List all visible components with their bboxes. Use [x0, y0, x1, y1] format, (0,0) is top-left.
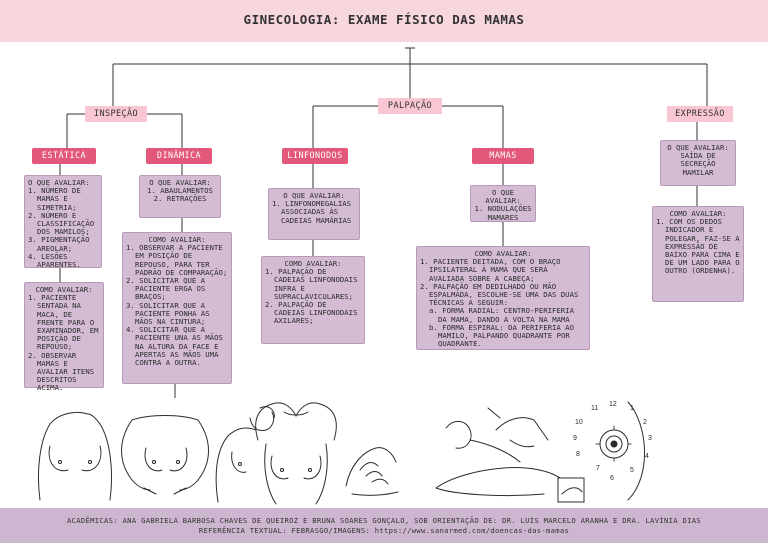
- footer-banner: ACADÊMICAS: ANA GABRIELA BARBOSA CHAVES …: [0, 508, 768, 543]
- label-estatica: ESTÁTICA: [32, 148, 96, 164]
- list-item: 2. SOLICITAR QUE A PACIENTE ERGA OS BRAÇ…: [126, 276, 206, 302]
- list-item: 2. RETRAÇÕES: [153, 194, 207, 204]
- clock-number: 9: [573, 435, 577, 442]
- torso-arms-raised-illustration: [255, 402, 337, 505]
- clock-number: 10: [575, 419, 583, 426]
- hands-palpation-illustration: [345, 447, 399, 496]
- torso-hands-waist-illustration: [121, 415, 209, 495]
- box-title: O QUE AVALIAR:: [485, 188, 521, 206]
- list-subitem: a. FORMA RADIAL: CENTRO-PERIFERIA DA MAM…: [429, 306, 574, 324]
- linfonodos-como-avaliar-box: COMO AVALIAR: 1. PALPAÇÃO DE CADEIAS LIN…: [261, 256, 365, 344]
- list-item: 2. PALPAÇÃO DE CADEIAS LINFONODAIS AXILA…: [265, 300, 358, 326]
- box-title: O QUE AVALIAR:: [283, 191, 345, 200]
- list-item: 1. LINFONOMEGALIAS ASSOCIADAS ÀS CADEIAS…: [272, 199, 352, 225]
- list-item: 1. PACIENTE SENTADA NA MACA, DE FRENTE P…: [28, 293, 99, 352]
- box-title: COMO AVALIAR:: [35, 285, 93, 294]
- mamas-como-avaliar-box: COMO AVALIAR: 1. PACIENTE DEITADA, COM O…: [416, 246, 590, 350]
- list-item: 2. NÚMERO E CLASSIFICAÇÃO DOS MAMILOS;: [28, 210, 95, 237]
- label-inspecao: INSPEÇÃO: [85, 106, 147, 122]
- estatica-o-que-avaliar-box: O QUE AVALIAR: 1. NÚMERO DE MAMAS E SIME…: [24, 175, 102, 270]
- torso-rest-illustration: [37, 411, 113, 501]
- expressao-o-que-avaliar-box: O QUE AVALIAR: SAÍDA DE SECREÇÃO MAMILAR: [660, 140, 736, 186]
- clock-number: 3: [648, 435, 652, 442]
- clock-number: 11: [591, 405, 598, 412]
- header-banner: GINECOLOGIA: EXAME FÍSICO DAS MAMAS: [0, 0, 768, 42]
- list-item: 1. ABAULAMENTOS: [147, 186, 213, 196]
- box-title: O QUE AVALIAR:: [667, 143, 729, 152]
- clock-numbers: 11 12 1 10 2 9 3 8 4 7 5 6: [573, 401, 652, 482]
- label-palpacao: PALPAÇÃO: [378, 98, 442, 114]
- list-item: 3. PIGMENTAÇÃO AREOLAR;: [28, 235, 90, 253]
- clock-number: 6: [610, 475, 614, 482]
- torso-hands-pressed-illustration: [215, 406, 275, 503]
- list-item: SAÍDA DE SECREÇÃO MAMILAR: [680, 151, 716, 177]
- box-title: COMO AVALIAR:: [474, 249, 532, 258]
- label-mamas: MAMAS: [472, 148, 534, 164]
- expressao-como-avaliar-box: COMO AVALIAR: 1. COM OS DEDOS INDICADOR …: [652, 206, 744, 302]
- footer-reference: REFERÊNCIA TEXTUAL: FEBRASGO/IMAGENS: ht…: [198, 526, 570, 535]
- list-item: 4. LESÕES APARENTES.: [28, 251, 81, 270]
- list-item: 1. NODULAÇÕES MAMARES: [474, 204, 532, 222]
- clock-number: 2: [643, 419, 647, 426]
- clock-number: 12: [609, 401, 617, 408]
- list-item: 2. OBSERVAR MAMAS E AVALIAR ITENS DESCRI…: [28, 350, 95, 393]
- page-title: GINECOLOGIA: EXAME FÍSICO DAS MAMAS: [243, 12, 525, 27]
- linfonodos-o-que-avaliar-box: O QUE AVALIAR: 1. LINFONOMEGALIAS ASSOCI…: [268, 188, 360, 240]
- box-title: COMO AVALIAR:: [148, 235, 206, 244]
- connector-lines: [59, 47, 708, 398]
- patient-lying-illustration: [435, 407, 561, 497]
- clock-spiral-diagram: [557, 401, 645, 503]
- label-expressao: EXPRESSÃO: [667, 106, 733, 122]
- clock-number: 1: [630, 405, 634, 412]
- label-dinamica: DINÂMICA: [146, 148, 212, 164]
- list-item: 1. PALPAÇÃO DE CADEIAS LINFONODAIS INFRA…: [265, 267, 358, 301]
- clock-number: 4: [645, 453, 649, 460]
- dinamica-o-que-avaliar-box: O QUE AVALIAR: 1. ABAULAMENTOS 2. RETRAÇ…: [139, 175, 221, 218]
- list-item: 1. OBSERVAR A PACIENTE EM POSIÇÃO DE REP…: [126, 243, 228, 277]
- estatica-como-avaliar-box: COMO AVALIAR: 1. PACIENTE SENTADA NA MAC…: [24, 282, 104, 392]
- dinamica-como-avaliar-box: COMO AVALIAR: 1. OBSERVAR A PACIENTE EM …: [122, 232, 232, 384]
- label-linfonodos: LINFONODOS: [282, 148, 348, 164]
- list-item: 1. NÚMERO DE MAMAS E SIMETRIA;: [28, 186, 81, 212]
- footer-authors: ACADÊMICAS: ANA GABRIELA BARBOSA CHAVES …: [67, 516, 701, 525]
- list-subitem: b. FORMA ESPIRAL: DA PERIFERIA AO MAMILO…: [429, 322, 574, 349]
- list-item: 1. COM OS DEDOS INDICADOR E POLEGAR, FAZ…: [656, 217, 740, 276]
- list-item: 2. PALPAÇÃO EM DEDILHADO OU MÃO ESPALMAD…: [420, 281, 579, 308]
- box-title: COMO AVALIAR:: [284, 259, 342, 268]
- list-item: 1. PACIENTE DEITADA, COM O BRAÇO IPSILAT…: [420, 257, 561, 283]
- exam-illustrations: 11 12 1 10 2 9 3 8 4 7 5 6: [37, 401, 652, 505]
- list-item: 4. SOLICITAR QUE A PACIENTE UNA AS MÃOS …: [126, 325, 223, 368]
- clock-number: 7: [596, 465, 600, 472]
- list-item: 3. SOLICITAR QUE A PACIENTE PONHA AS MÃO…: [126, 300, 210, 327]
- box-title: COMO AVALIAR:: [669, 209, 727, 218]
- mamas-o-que-avaliar-box: O QUE AVALIAR: 1. NODULAÇÕES MAMARES: [470, 185, 536, 222]
- clock-number: 8: [576, 451, 580, 458]
- clock-number: 5: [630, 467, 634, 474]
- box-title: O QUE AVALIAR:: [149, 178, 211, 187]
- box-title: O QUE AVALIAR:: [28, 178, 90, 187]
